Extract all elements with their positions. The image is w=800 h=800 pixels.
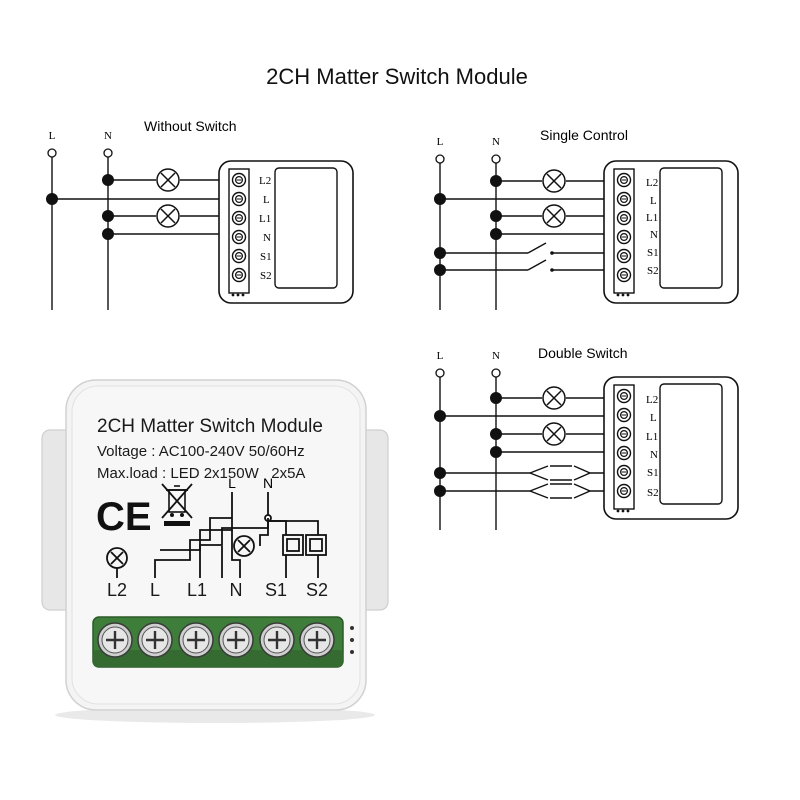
- ce-mark-icon: CE: [96, 495, 152, 539]
- switch-module-icon: [604, 161, 738, 303]
- diagram-single-control: Single Control L N L2 L: [434, 127, 738, 310]
- crossed-out-bin-icon: [161, 483, 193, 526]
- switch-module-icon: [604, 377, 738, 519]
- terminal-screw-icon: [136, 621, 174, 659]
- terminal-label: N: [650, 229, 658, 241]
- terminal-label: L: [263, 194, 270, 206]
- diagram-caption: Single Control: [540, 127, 628, 143]
- device-title: 2CH Matter Switch Module: [97, 416, 323, 437]
- device-terminal-label: L: [150, 580, 160, 600]
- terminal-label: N: [263, 232, 271, 244]
- live-line-label: L: [437, 350, 444, 362]
- live-line-label: L: [437, 136, 444, 148]
- device-schematic: [154, 492, 327, 578]
- terminal-label: L2: [259, 175, 271, 187]
- lamp-icon: [542, 169, 566, 193]
- terminal-label: S2: [647, 265, 659, 277]
- device-module-render: 2CH Matter Switch Module Voltage : AC100…: [41, 379, 389, 723]
- lamp-icon: [542, 386, 566, 410]
- terminal-label: S1: [647, 247, 659, 259]
- device-voltage-spec: Voltage : AC100-240V 50/60Hz: [97, 443, 305, 460]
- terminal-screw-icon: [258, 621, 296, 659]
- terminal-screw-icon: [96, 621, 134, 659]
- device-terminal-label: S1: [265, 580, 287, 600]
- lamp-icon: [156, 204, 180, 228]
- lamp-icon: [106, 547, 128, 569]
- device-max-load-spec: Max.load : LED 2x150W 2x5A: [97, 465, 305, 482]
- neutral-line-label: N: [492, 136, 500, 148]
- terminal-label: S1: [647, 467, 659, 479]
- device-schematic-label: N: [263, 475, 273, 491]
- terminal-screw-icon: [217, 621, 255, 659]
- terminal-label: S2: [647, 487, 659, 499]
- terminal-label: S1: [260, 251, 272, 263]
- live-line-label: L: [49, 130, 56, 142]
- neutral-line-label: N: [492, 350, 500, 362]
- terminal-label: S2: [260, 270, 272, 282]
- diagram-without-switch: Without Switch L N L2 L L1 N S1 S2: [46, 118, 353, 310]
- diagram-caption: Double Switch: [538, 345, 628, 361]
- terminal-label: L2: [646, 394, 658, 406]
- device-terminal-label: S2: [306, 580, 328, 600]
- lamp-icon: [156, 168, 180, 192]
- terminal-label: L2: [646, 177, 658, 189]
- device-terminal-label: N: [230, 580, 243, 600]
- device-schematic-label: L: [228, 475, 236, 491]
- diagram-caption: Without Switch: [144, 118, 237, 134]
- terminal-label: N: [650, 449, 658, 461]
- lamp-icon: [542, 422, 566, 446]
- device-terminal-label: L2: [107, 580, 127, 600]
- terminal-label: L: [650, 195, 657, 207]
- lamp-icon: [233, 535, 255, 557]
- terminal-label: L1: [646, 431, 658, 443]
- neutral-line-label: N: [104, 130, 112, 142]
- diagram-double-switch: Double Switch L N: [434, 345, 738, 530]
- device-terminal-label: L1: [187, 580, 207, 600]
- terminal-screw-icon: [298, 621, 336, 659]
- terminal-label: L1: [646, 212, 658, 224]
- switch-module-icon: [219, 161, 353, 303]
- terminal-screw-icon: [177, 621, 215, 659]
- page-title: 2CH Matter Switch Module: [266, 64, 528, 89]
- lamp-icon: [542, 204, 566, 228]
- terminal-label: L: [650, 412, 657, 424]
- terminal-label: L1: [259, 213, 271, 225]
